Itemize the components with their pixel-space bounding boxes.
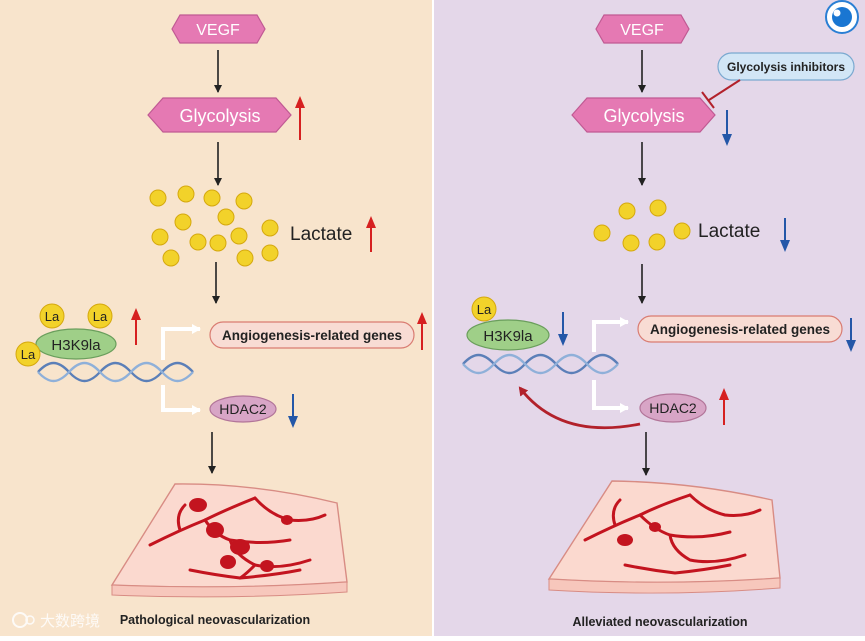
right-hdac2-label: HDAC2 (649, 400, 697, 416)
left-vegf-node: VEGF (171, 14, 266, 44)
left-la-text-1: La (45, 309, 60, 324)
right-hdac2-to-dna-arrow (518, 386, 641, 430)
left-glycolysis-label: Glycolysis (179, 106, 260, 126)
right-branch-arrows (592, 317, 629, 413)
right-inhibition-line (701, 79, 741, 109)
right-tissue-wedge (547, 480, 781, 594)
right-vegf-label: VEGF (620, 22, 664, 39)
right-lactate-down-arrow (780, 218, 790, 252)
left-dna-helix (37, 361, 194, 383)
right-hdac2-node: HDAC2 (639, 393, 707, 423)
left-glycolysis-node: Glycolysis (147, 97, 292, 133)
left-angio-up-arrow (417, 312, 427, 350)
left-la-text-3: La (21, 347, 36, 362)
right-hdac2-up-arrow (719, 388, 729, 425)
left-lactate-dots (149, 185, 279, 267)
right-caption: Alleviated neovascularization (572, 615, 747, 629)
left-h3k9la-up-arrow (131, 308, 141, 345)
watermark-text: 大数跨境 (40, 612, 100, 630)
right-lactate-dots (593, 199, 691, 252)
left-vegf-label: VEGF (196, 22, 240, 39)
right-inhibitors-node: Glycolysis inhibitors (717, 52, 855, 81)
left-lactate-label: Lactate (290, 224, 352, 245)
left-la-badge-2: La (87, 303, 113, 329)
right-h3k9la-down-arrow (558, 312, 568, 346)
left-hdac2-label: HDAC2 (219, 401, 267, 417)
left-hdac2-node: HDAC2 (209, 395, 277, 423)
left-angio-genes-label: Angiogenesis-related genes (222, 328, 402, 343)
right-dna-helix (462, 353, 619, 375)
left-la-text-2: La (93, 309, 108, 324)
left-angio-genes-node: Angiogenesis-related genes (209, 321, 415, 349)
right-lactate-label: Lactate (698, 221, 760, 242)
left-panel: VEGF Glycolysis Lactate (15, 14, 427, 627)
left-hdac2-down-arrow (288, 394, 298, 428)
right-angio-genes-node: Angiogenesis-related genes (637, 315, 843, 343)
watermark: 大数跨境 (12, 612, 100, 630)
right-h3k9la-label: H3K9la (483, 328, 533, 345)
right-inhibitors-label: Glycolysis inhibitors (727, 60, 845, 74)
left-la-badge-1: La (39, 303, 65, 329)
left-lactate-up-arrow (366, 216, 376, 252)
left-branch-arrows (161, 324, 201, 415)
right-glycolysis-node: Glycolysis (571, 97, 716, 133)
left-glycolysis-up-arrow (295, 96, 305, 140)
right-angio-genes-label: Angiogenesis-related genes (650, 322, 830, 337)
left-la-badge-3: La (15, 341, 41, 367)
left-tissue-wedge (110, 483, 348, 598)
right-glycolysis-down-arrow (722, 110, 732, 146)
right-vegf-node: VEGF (595, 14, 690, 44)
right-panel: VEGF Glycolysis inhibitors Glycolysis (462, 0, 859, 629)
right-la-text: La (477, 302, 492, 317)
right-la-badge: La (471, 296, 497, 322)
right-glycolysis-label: Glycolysis (603, 106, 684, 126)
left-h3k9la-node: H3K9la (35, 328, 117, 360)
eye-logo-icon (825, 0, 859, 34)
left-caption: Pathological neovascularization (120, 613, 310, 627)
left-h3k9la-label: H3K9la (51, 337, 101, 354)
right-angio-down-arrow (846, 318, 856, 352)
right-h3k9la-node: H3K9la (466, 319, 550, 351)
